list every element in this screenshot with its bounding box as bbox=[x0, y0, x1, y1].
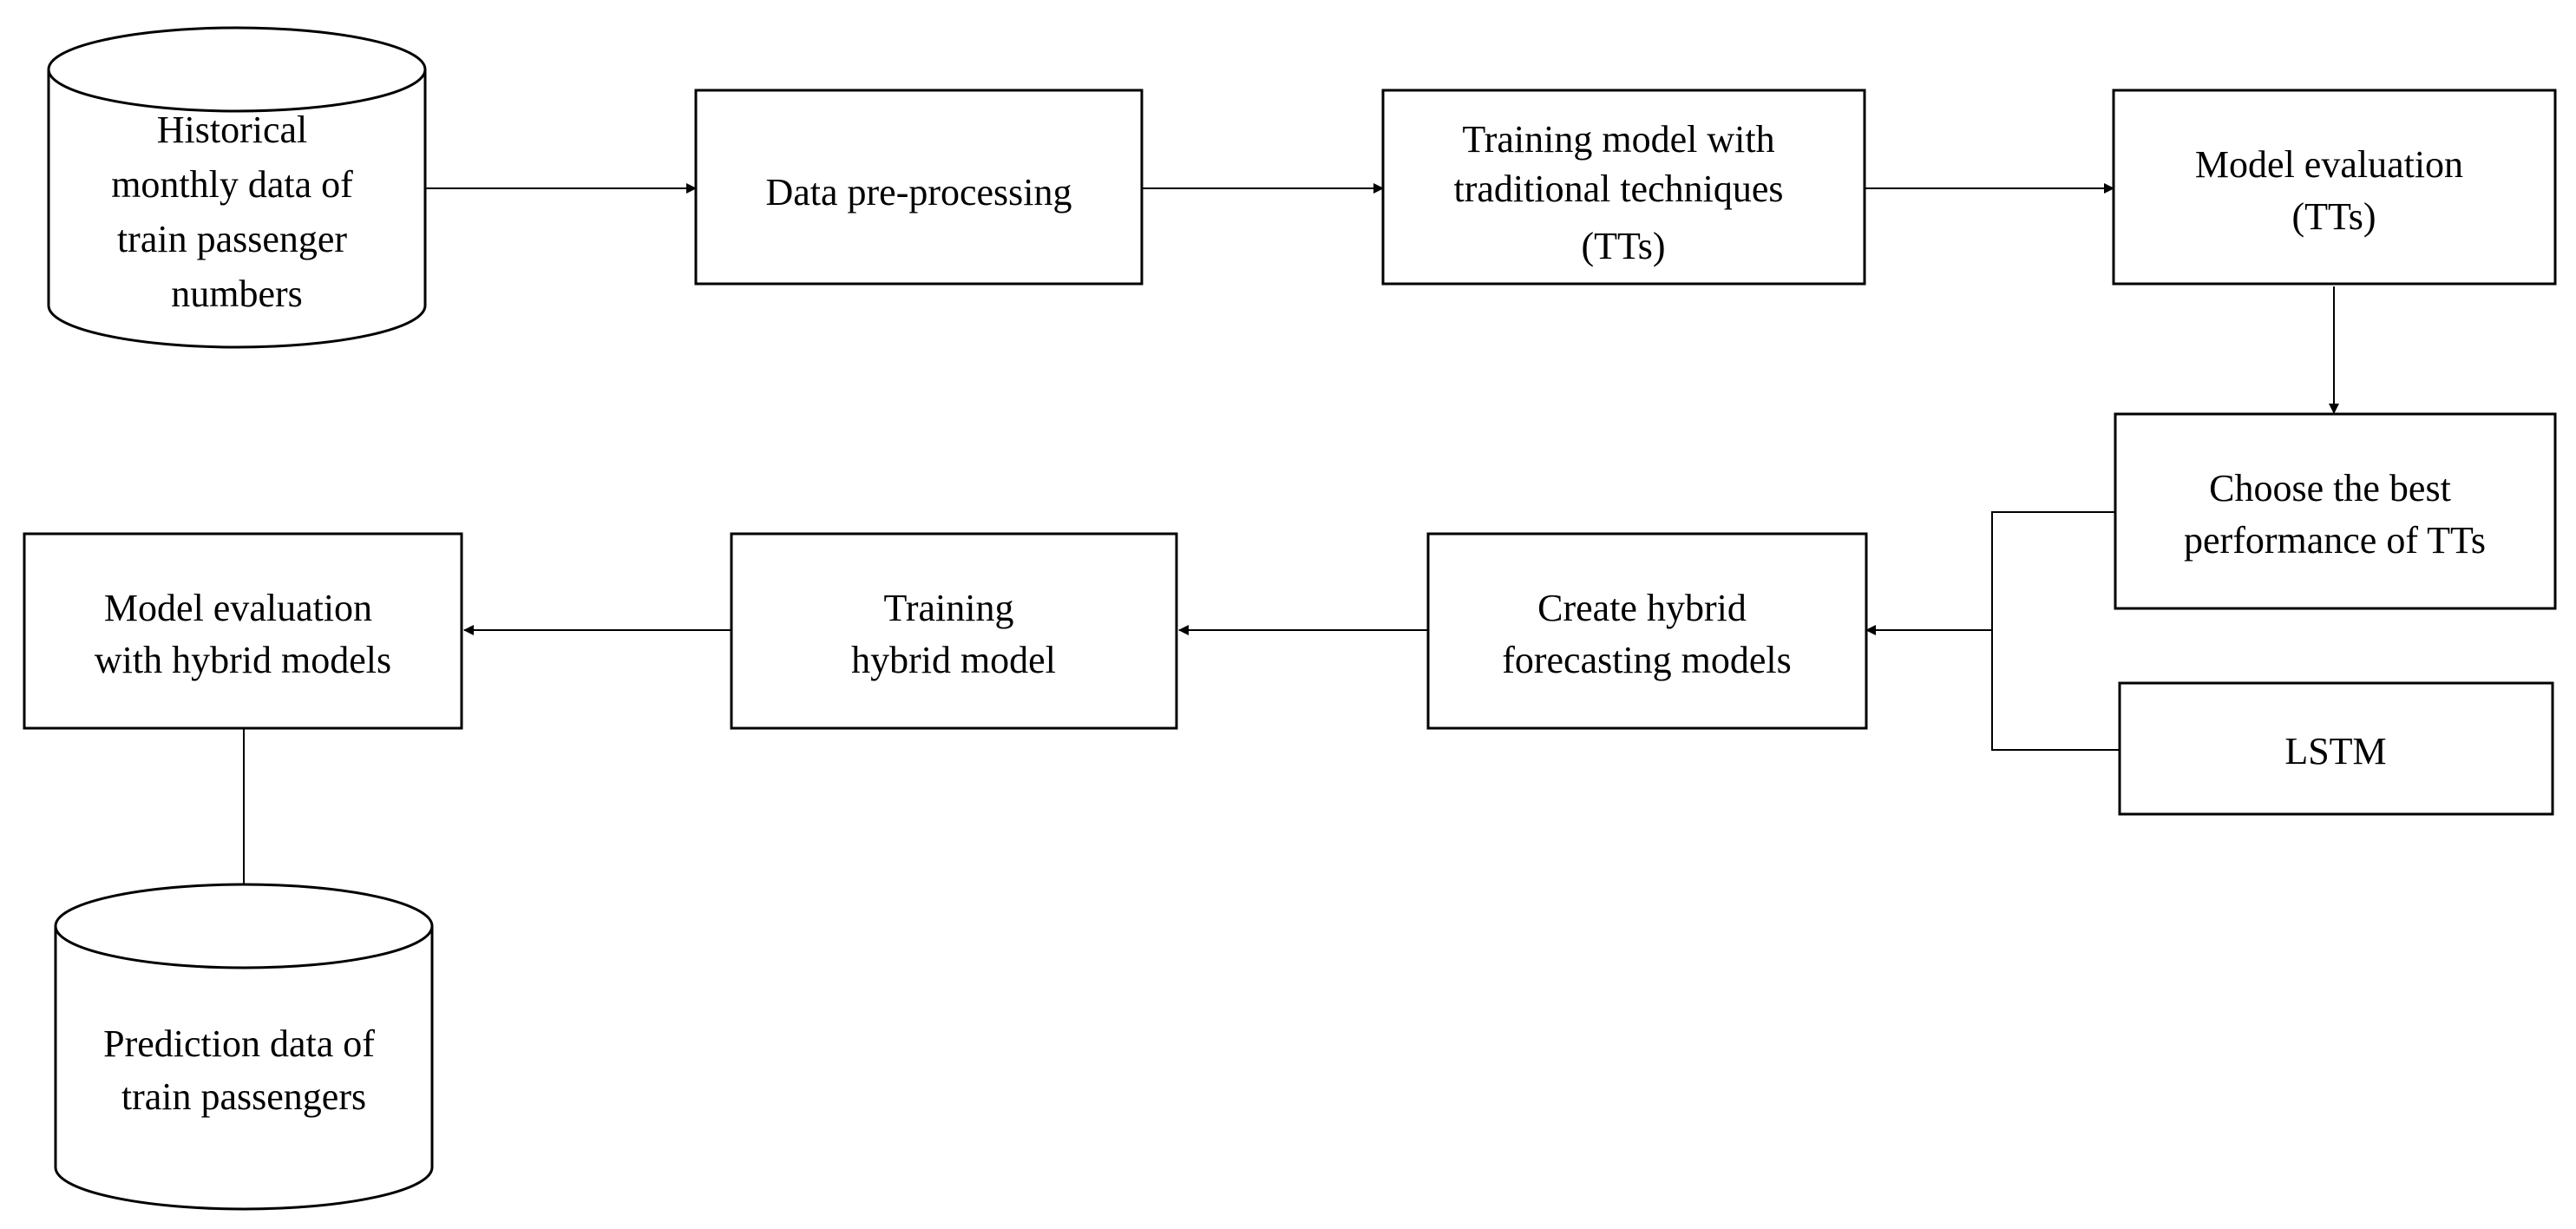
node-historical-data: Historical monthly data of train passeng… bbox=[47, 26, 427, 349]
node-eval-tt-line-1: Model evaluation bbox=[2195, 143, 2463, 186]
node-prediction-line-1: Prediction data of bbox=[103, 1022, 375, 1065]
cylinder-shape bbox=[47, 26, 427, 349]
node-training-tt-line-1: Training model with bbox=[1462, 118, 1774, 161]
node-training-hybrid-line-2: hybrid model bbox=[851, 639, 1056, 681]
edge-lstm-branch bbox=[1991, 630, 2120, 751]
node-lstm: LSTM bbox=[2118, 681, 2554, 816]
cylinder-rim bbox=[54, 925, 434, 969]
node-eval-tt-line-2: (TTs) bbox=[2291, 195, 2376, 238]
node-preprocessing: Data pre-processing bbox=[694, 89, 1144, 286]
node-create-hybrid-label: Create hybrid forecasting models bbox=[1502, 587, 1792, 681]
node-eval-hybrid-box bbox=[23, 532, 463, 730]
node-training-hybrid-line-1: Training bbox=[884, 587, 1014, 629]
node-historical-data-line-1: Historical bbox=[157, 108, 308, 151]
node-training-tt-line-2: traditional techniques bbox=[1454, 168, 1784, 210]
node-training-hybrid-label: Training hybrid model bbox=[851, 587, 1056, 681]
node-lstm-box bbox=[2118, 681, 2554, 816]
node-preprocessing-line-1: Data pre-processing bbox=[765, 171, 1072, 214]
node-lstm-label: LSTM bbox=[2284, 730, 2386, 772]
node-preprocessing-label: Data pre-processing bbox=[765, 171, 1072, 214]
node-historical-data-line-4: numbers bbox=[171, 273, 303, 315]
node-prediction-line-2: train passengers bbox=[121, 1075, 366, 1118]
node-eval-hybrid-line-1: Model evaluation bbox=[104, 587, 372, 629]
node-training-tt-label: Training model with traditional techniqu… bbox=[1454, 118, 1793, 267]
node-prediction: Prediction data of train passengers bbox=[54, 883, 434, 1211]
connectors bbox=[239, 183, 2339, 966]
node-eval-tt-label: Model evaluation (TTs) bbox=[2195, 143, 2473, 238]
cylinder-rim bbox=[47, 69, 427, 113]
node-training-hybrid: Training hybrid model bbox=[730, 532, 1178, 730]
node-training-hybrid-box bbox=[730, 532, 1178, 730]
cylinder-shape bbox=[54, 883, 434, 1211]
node-eval-tt-box bbox=[2112, 89, 2557, 286]
node-lstm-line-1: LSTM bbox=[2284, 730, 2386, 772]
node-create-hybrid-box bbox=[1426, 532, 1868, 730]
node-training-tt-line-3: (TTs) bbox=[1581, 225, 1665, 267]
node-choose-best-label: Choose the best performance of TTs bbox=[2184, 467, 2486, 562]
node-prediction-label: Prediction data of train passengers bbox=[103, 1022, 384, 1118]
node-preprocessing-box bbox=[694, 89, 1144, 286]
node-training-tt-box bbox=[1381, 89, 1866, 286]
node-eval-hybrid: Model evaluation with hybrid models bbox=[23, 532, 463, 730]
node-choose-best: Choose the best performance of TTs bbox=[2114, 412, 2557, 610]
node-create-hybrid-line-2: forecasting models bbox=[1502, 639, 1792, 681]
node-historical-data-line-3: train passenger bbox=[117, 218, 347, 260]
node-choose-best-box bbox=[2114, 412, 2557, 610]
node-eval-tt: Model evaluation (TTs) bbox=[2112, 89, 2557, 286]
node-create-hybrid-line-1: Create hybrid bbox=[1537, 587, 1747, 629]
node-create-hybrid: Create hybrid forecasting models bbox=[1426, 532, 1868, 730]
node-choose-best-line-1: Choose the best bbox=[2209, 467, 2451, 509]
node-eval-hybrid-line-2: with hybrid models bbox=[95, 639, 391, 681]
node-historical-data-line-2: monthly data of bbox=[111, 163, 353, 206]
edge-choose-best-branch bbox=[1991, 511, 2115, 630]
node-eval-hybrid-label: Model evaluation with hybrid models bbox=[95, 587, 391, 681]
node-historical-data-label: Historical monthly data of train passeng… bbox=[111, 108, 363, 315]
node-training-tt: Training model with traditional techniqu… bbox=[1381, 89, 1866, 286]
node-choose-best-line-2: performance of TTs bbox=[2184, 519, 2486, 562]
